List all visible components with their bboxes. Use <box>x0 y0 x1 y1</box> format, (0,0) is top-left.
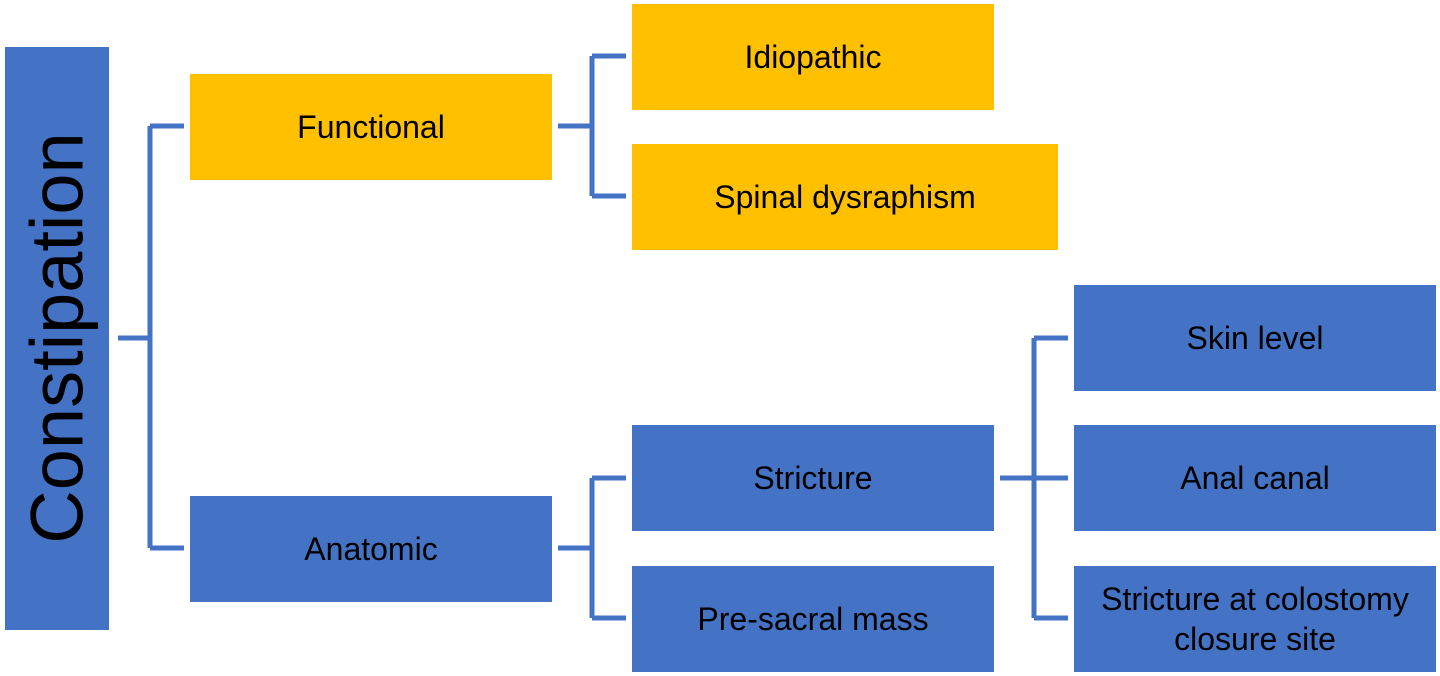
node-spinal-dysraphism-label: Spinal dysraphism <box>714 179 976 215</box>
node-anatomic: Anatomic <box>190 496 552 602</box>
node-anal-canal-label: Anal canal <box>1180 460 1330 496</box>
node-presacral-mass: Pre-sacral mass <box>632 566 994 672</box>
node-stricture-label: Stricture <box>753 460 873 496</box>
node-idiopathic: Idiopathic <box>632 4 994 110</box>
node-colostomy-closure-site-label: Stricture at colostomy closure site <box>1101 581 1409 657</box>
root-node-constipation <box>5 47 109 630</box>
node-idiopathic-label: Idiopathic <box>744 39 882 75</box>
node-colostomy-closure-site: Stricture at colostomy closure site <box>1074 566 1436 672</box>
node-anatomic-label: Anatomic <box>304 531 438 567</box>
node-presacral-mass-label: Pre-sacral mass <box>697 601 929 637</box>
node-anal-canal: Anal canal <box>1074 425 1436 531</box>
node-functional-label: Functional <box>297 109 445 145</box>
node-spinal-dysraphism: Spinal dysraphism <box>632 144 1058 250</box>
node-skin-level: Skin level <box>1074 285 1436 391</box>
node-skin-level-label: Skin level <box>1186 320 1324 356</box>
node-stricture: Stricture <box>632 425 994 531</box>
node-functional: Functional <box>190 74 552 180</box>
